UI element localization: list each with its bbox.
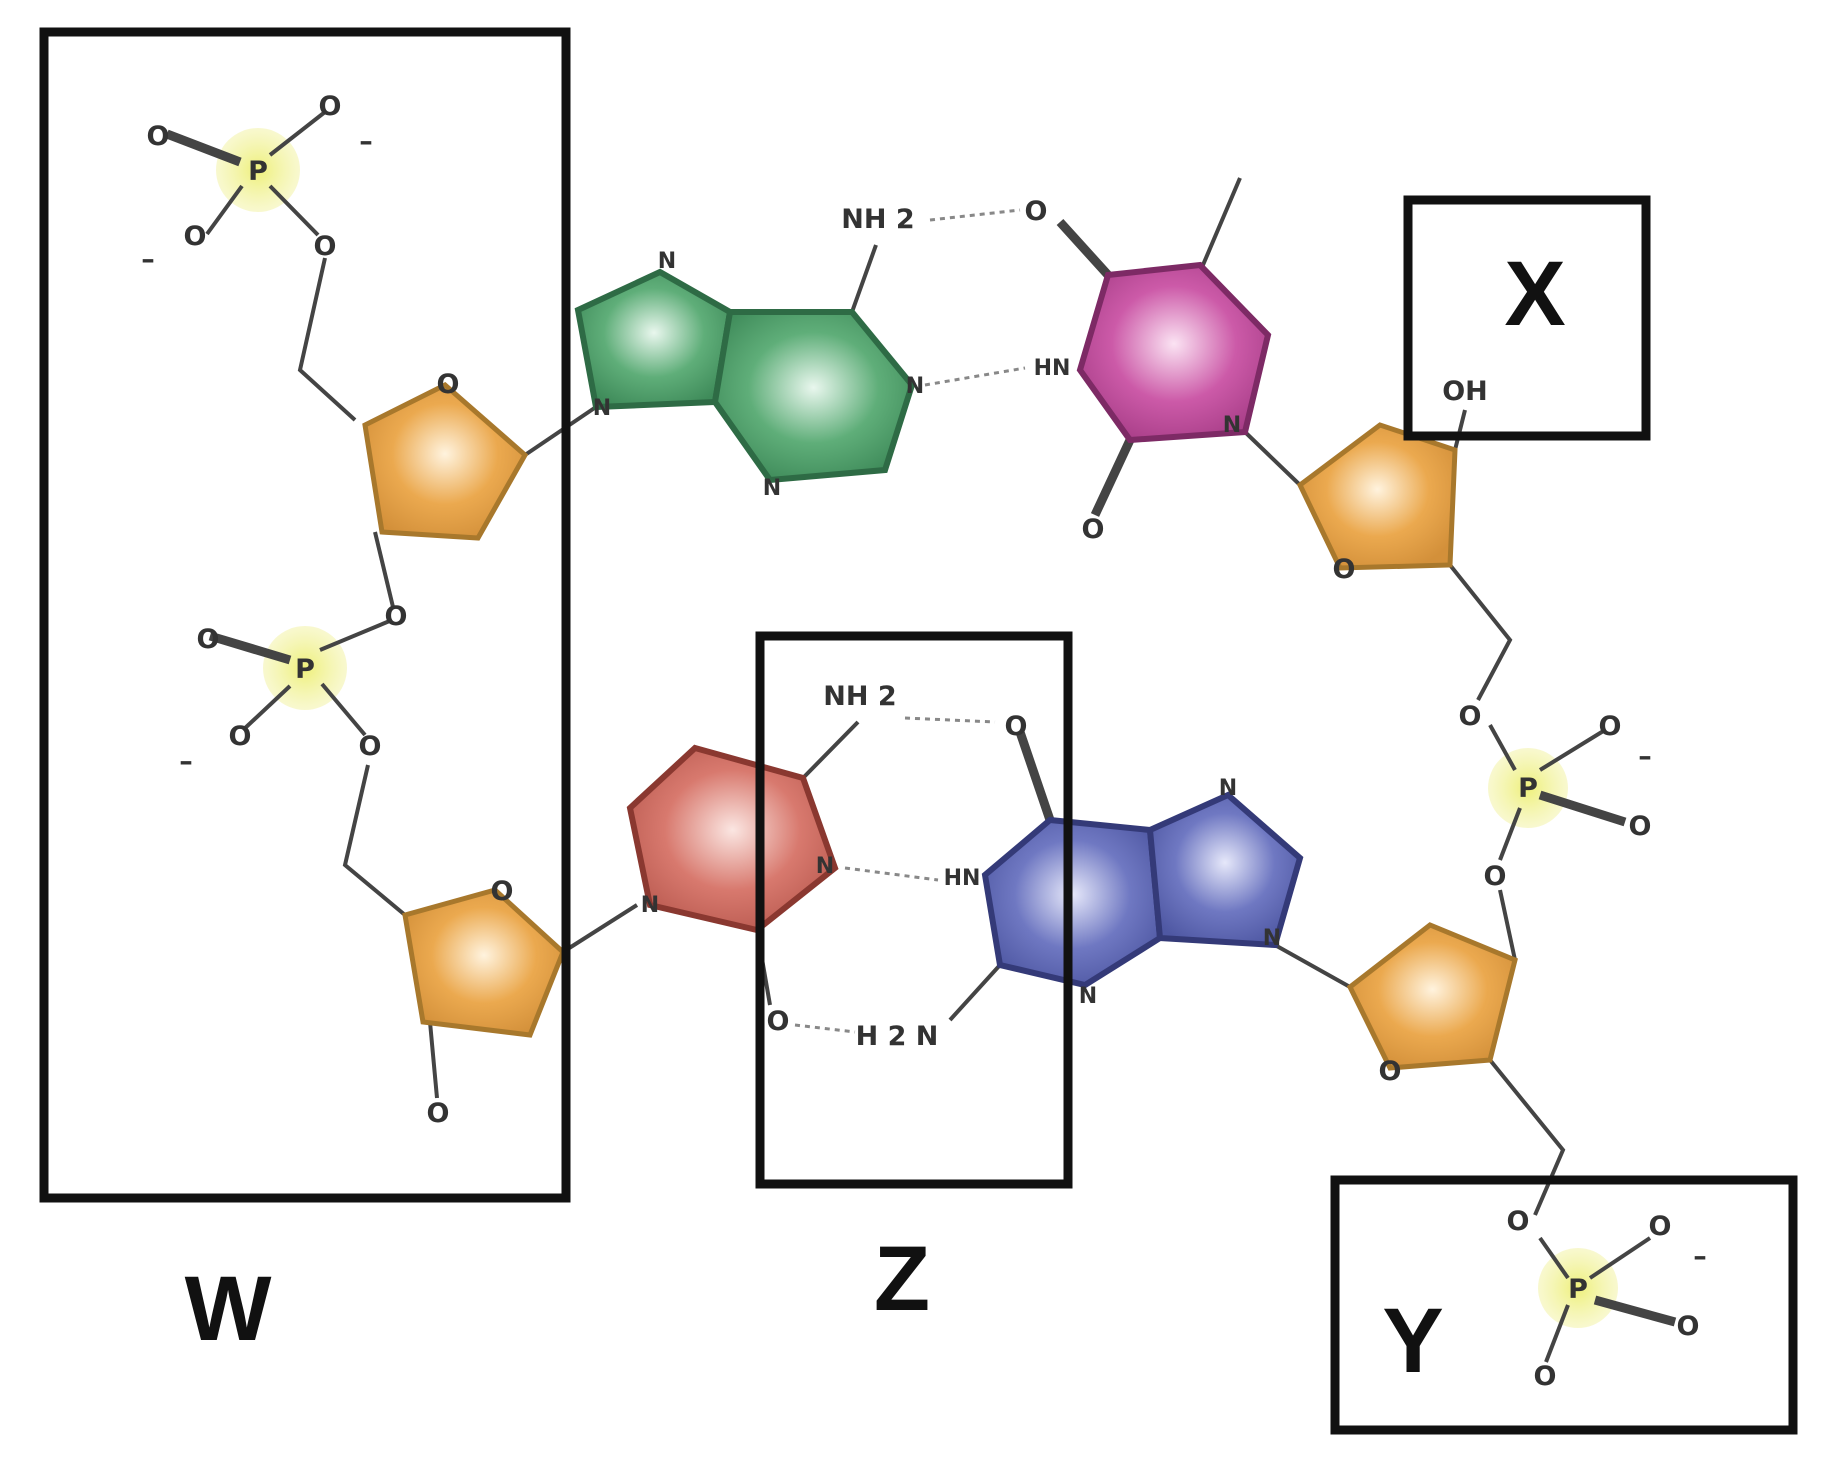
atom-n: N: [1219, 776, 1237, 801]
atom-o: O: [1649, 1211, 1672, 1242]
atom-o: O: [427, 1098, 450, 1129]
atom-o: O: [319, 91, 342, 122]
atom-n: N: [816, 854, 834, 879]
adenine-five-ring: [574, 268, 734, 411]
atom-minus: –: [141, 244, 155, 275]
atom-o: O: [1599, 711, 1622, 742]
atom-minus: –: [179, 746, 193, 777]
atom-o: O: [1005, 711, 1028, 742]
atom-p: P: [1568, 1274, 1588, 1305]
atom-n: N: [1079, 984, 1097, 1009]
atom-p: P: [295, 654, 315, 685]
atom-minus: –: [1638, 741, 1652, 772]
atom-o: O: [767, 1006, 790, 1037]
atom-minus: –: [1693, 1241, 1707, 1272]
atom-o: O: [437, 369, 460, 400]
label-z: Z: [874, 1228, 930, 1330]
box-y: [1330, 1175, 1798, 1435]
sugar-3: [1296, 422, 1458, 571]
atom-o: O: [184, 221, 207, 252]
atom-o: O: [491, 876, 514, 907]
atom-oh: OH: [1442, 376, 1488, 407]
label-boxes: [39, 27, 1798, 1435]
thymine-base: [1076, 261, 1272, 444]
atom-o: O: [359, 731, 382, 762]
atom-hn: HN: [944, 866, 981, 891]
cytosine-ring: [626, 744, 839, 934]
atom-o: O: [314, 231, 337, 262]
atom-o: O: [1507, 1206, 1530, 1237]
atom-n: N: [906, 374, 924, 399]
box-w: [39, 27, 571, 1203]
atom-n: N: [593, 396, 611, 421]
atom-o: O: [197, 624, 220, 655]
atom-o: O: [1379, 1056, 1402, 1087]
atom-n: N: [1263, 926, 1281, 951]
adenine-base: [574, 268, 916, 484]
sugar-4: [1346, 922, 1518, 1071]
atom-o: O: [1484, 861, 1507, 892]
atom-o: O: [1082, 514, 1105, 545]
covalent-bonds: [165, 110, 1677, 1363]
sugar-1: [362, 382, 529, 541]
box-x: [1403, 195, 1651, 441]
guanine-five-ring: [1146, 791, 1304, 949]
adenine-six-ring: [711, 309, 916, 484]
atom-labels: O O P – O – O O O O P O – O O O NH 2 N N…: [141, 91, 1707, 1392]
phosphate-glow-3: [1488, 748, 1568, 828]
thymine-ring: [1076, 261, 1272, 444]
label-x: X: [1504, 243, 1565, 345]
atom-o: O: [1025, 196, 1048, 227]
box-letters: W Z X Y: [185, 243, 1566, 1392]
atom-nh2: NH 2: [823, 681, 896, 712]
atom-o: O: [1534, 1361, 1557, 1392]
box-z: [755, 631, 1073, 1189]
hydrogen-bonds: [794, 208, 1026, 1034]
atom-o: O: [229, 721, 252, 752]
atom-h2n: H 2 N: [856, 1021, 939, 1052]
atom-n: N: [658, 249, 676, 274]
atom-p: P: [1518, 773, 1538, 804]
atom-o: O: [147, 121, 170, 152]
atom-o: O: [385, 601, 408, 632]
label-w: W: [185, 1258, 272, 1360]
atom-o: O: [1333, 554, 1356, 585]
sugar-2: [402, 887, 566, 1038]
label-y: Y: [1382, 1290, 1443, 1392]
atom-nh2: NH 2: [841, 204, 914, 235]
atom-n: N: [763, 476, 781, 501]
guanine-base: [981, 791, 1304, 989]
atom-n: N: [1223, 413, 1241, 438]
atom-o: O: [1629, 811, 1652, 842]
atom-p: P: [248, 156, 268, 187]
cytosine-base: [626, 744, 839, 934]
atom-o: O: [1459, 701, 1482, 732]
atom-o: O: [1677, 1311, 1700, 1342]
sugars: [362, 382, 1518, 1071]
phosphate-glow-4: [1538, 1248, 1618, 1328]
atom-hn: HN: [1034, 356, 1071, 381]
atom-n: N: [641, 893, 659, 918]
atom-minus: –: [359, 126, 373, 157]
